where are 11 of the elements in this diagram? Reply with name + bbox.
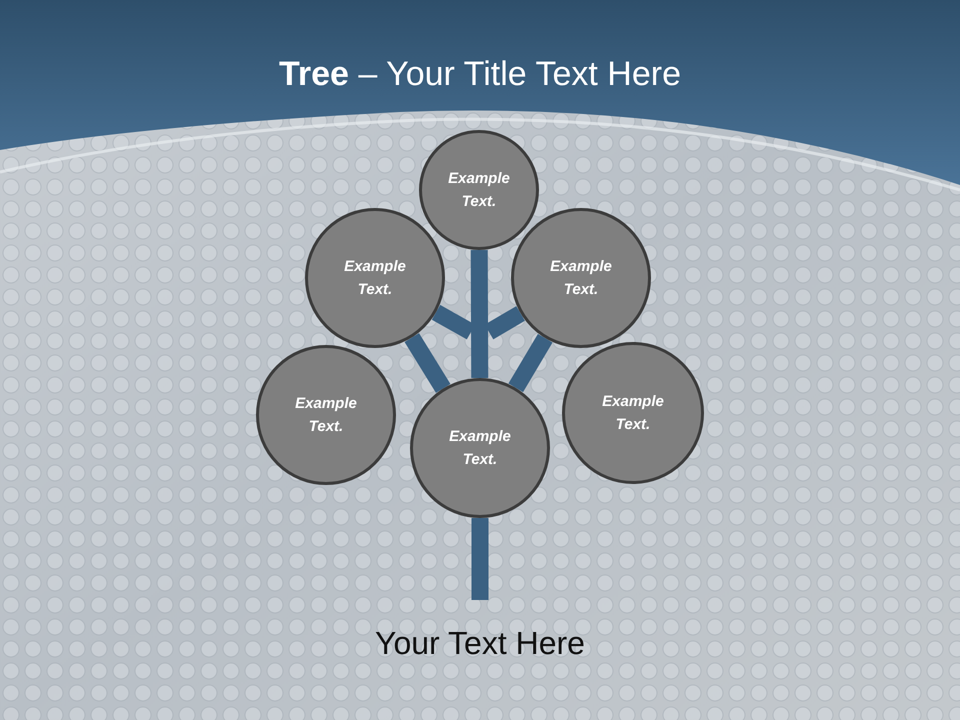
tree-branch	[508, 334, 553, 392]
node-text: Example Text.	[601, 392, 665, 435]
node-text: Example Text.	[447, 169, 511, 212]
tree-branch	[472, 518, 488, 600]
node-text: Example Text.	[549, 257, 613, 300]
slide-title: Tree – Your Title Text Here	[279, 54, 681, 95]
caption-text: Your Text Here	[375, 624, 585, 663]
node-text: Example Text.	[294, 394, 358, 437]
tree-branch	[404, 333, 450, 393]
node-text: Example Text.	[448, 427, 512, 470]
node-text: Example Text.	[343, 257, 407, 300]
